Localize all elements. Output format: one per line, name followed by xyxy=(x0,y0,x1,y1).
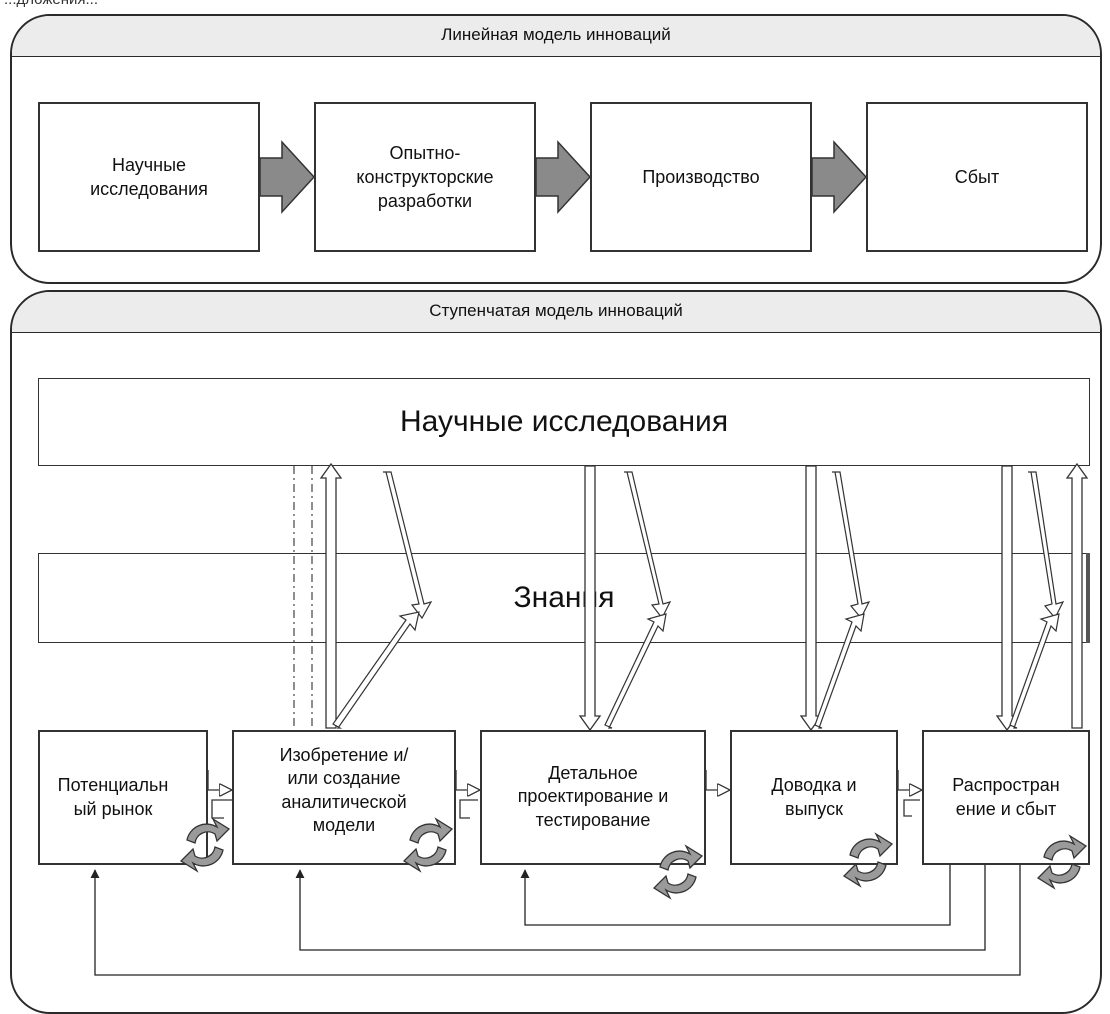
feedback-arrows xyxy=(90,865,1021,976)
feedback-to-invention xyxy=(295,865,986,951)
cycle-icon-5 xyxy=(1036,834,1088,890)
feedback-to-market xyxy=(90,865,1021,976)
stepped-model-title: Ступенчатая модель инноваций xyxy=(12,292,1100,333)
linear-arrow-2 xyxy=(535,140,592,214)
vertical-hollow-arrows xyxy=(319,462,1089,732)
diagonal-hollow-arrows xyxy=(332,471,1065,729)
cycle-icon-4 xyxy=(842,832,894,888)
cycle-icon-2 xyxy=(402,817,454,873)
stage-connectors xyxy=(207,770,920,819)
knowledge-band: Знания xyxy=(38,553,1090,643)
linear-model-title: Линейная модель инноваций xyxy=(12,16,1100,57)
linear-box-sales: Сбыт xyxy=(866,102,1088,252)
research-band: Научные исследования xyxy=(38,378,1090,466)
linear-arrows xyxy=(259,140,868,214)
knowledge-band-label: Знания xyxy=(513,581,615,614)
research-band-label: Научные исследования xyxy=(399,405,729,438)
cycle-icons xyxy=(179,817,1088,900)
linear-box-production: Производство xyxy=(590,102,812,252)
linear-arrow-1 xyxy=(259,140,316,214)
top-fragment: ...дложения... xyxy=(4,0,98,8)
edge-mark xyxy=(1086,553,1090,643)
cycle-icon-3 xyxy=(652,844,704,900)
linear-arrow-3 xyxy=(811,140,868,214)
feedback-to-detail xyxy=(520,865,951,926)
cycle-icon-1 xyxy=(179,817,231,873)
dashdot-lines xyxy=(293,466,313,728)
stepped-connections xyxy=(90,462,1090,976)
